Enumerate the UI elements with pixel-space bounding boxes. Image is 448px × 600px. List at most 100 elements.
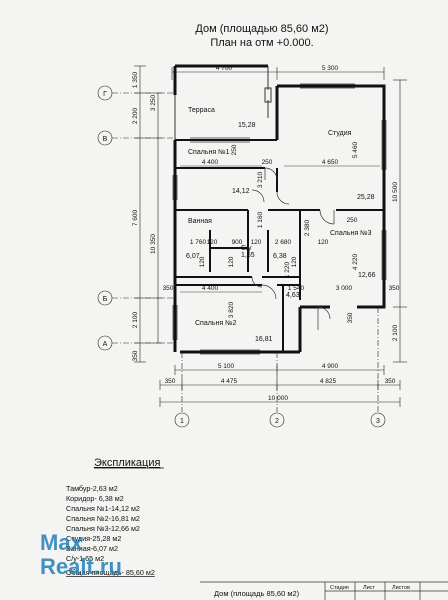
title-block xyxy=(200,581,448,600)
watermark-logo: Max Realt.ru xyxy=(40,530,122,579)
right-dimension-lines xyxy=(393,79,407,363)
axis-label-1: 1 xyxy=(180,418,184,425)
dim-4220: 4 220 xyxy=(352,253,359,270)
dim-bottom-350a: 350 xyxy=(165,378,176,385)
explication-item-8: С/у-1,65 м2 xyxy=(66,554,104,563)
dim-120b: 120 xyxy=(251,239,262,246)
dim-250b: 250 xyxy=(347,217,358,224)
room-area-studio: 25,28 xyxy=(357,194,375,201)
dim-bedroom1-width: 4 400 xyxy=(202,159,219,166)
dim-1760: 1 760 xyxy=(190,239,207,246)
dim-3210: 3 210 xyxy=(257,171,264,188)
bottom-dimension-lines xyxy=(159,365,401,407)
plan-title: Дом (площадью 85,60 м2) xyxy=(195,23,328,35)
dim-bottom-5100: 5 100 xyxy=(218,363,235,370)
dim-right-2100: 2 100 xyxy=(392,324,399,341)
dim-studio-width: 4 650 xyxy=(322,159,339,166)
room-label-studio: Студия xyxy=(328,130,352,137)
dim-120d: 120 xyxy=(199,256,206,267)
dim-3820: 3 820 xyxy=(228,301,235,318)
dim-left-3250: 3 250 xyxy=(150,94,157,111)
dim-right-350: 350 xyxy=(389,285,400,292)
stamp-cell-sheet: Лист xyxy=(363,585,375,591)
room-area-bedroom3: 12,66 xyxy=(358,272,376,279)
dim-bottom-4900: 4 900 xyxy=(322,363,339,370)
explication-item-1: Тамбур-2,63 м2 xyxy=(66,484,118,493)
axis-label-v: В xyxy=(103,136,108,143)
dim-left-350: 350 xyxy=(163,285,174,292)
stamp-cell-stage: Стадия xyxy=(330,585,349,591)
watermark-top: Max xyxy=(40,530,84,555)
row-axes xyxy=(97,85,175,351)
axis-label-a: А xyxy=(103,341,108,348)
room-area-vestibule: 4,63 xyxy=(286,292,300,299)
axis-label-3: 3 xyxy=(376,418,380,425)
room-label-bedroom1: Спальня №1 xyxy=(188,149,230,156)
dim-1220: 1 220 xyxy=(284,261,291,278)
dim-250c: 250 xyxy=(231,144,238,155)
dim-bottom-4475: 4 475 xyxy=(221,378,238,385)
inner-dimension-lines xyxy=(180,165,380,293)
dim-left-350b: 350 xyxy=(132,350,139,361)
dim-left-2200: 2 200 xyxy=(132,107,139,124)
room-label-bathroom: Ванная xyxy=(188,218,212,225)
dim-120f: 120 xyxy=(291,256,298,267)
interior-walls xyxy=(175,139,384,352)
room-area-bedroom1: 14,12 xyxy=(232,188,250,195)
dim-bottom-350b: 350 xyxy=(385,378,396,385)
explication-item-6: Студия-25,28 м2 xyxy=(66,534,121,543)
dim-left-7600: 7 600 xyxy=(132,209,139,226)
room-label-bedroom2: Спальня №2 xyxy=(195,320,237,327)
dim-3000: 3 000 xyxy=(336,285,353,292)
axis-label-g: Г xyxy=(103,91,107,98)
room-area-corridor: 6,38 xyxy=(273,253,287,260)
room-area-wc: 1,65 xyxy=(241,252,255,259)
doors xyxy=(251,167,335,330)
dim-1160: 1 160 xyxy=(257,211,264,228)
explication-heading: Экспликация xyxy=(94,457,160,469)
dim-studio-height: 5 460 xyxy=(352,141,359,158)
watermark-bottom: Realt.ru xyxy=(40,554,122,579)
dim-top-right: 5 300 xyxy=(322,65,339,72)
explication-item-2: Коридор- 6,38 м2 xyxy=(66,494,124,503)
dim-bottom-total: 10 000 xyxy=(268,395,288,402)
explication-item-5: Спальня №3-12,66 м2 xyxy=(66,524,140,533)
column-axes xyxy=(174,307,386,428)
dim-4400-bottom: 4 400 xyxy=(202,285,219,292)
dim-250: 250 xyxy=(262,159,273,166)
dim-left-1350: 1 350 xyxy=(132,71,139,88)
dim-120c: 120 xyxy=(318,239,329,246)
left-dimension-lines xyxy=(134,65,164,363)
explication-item-3: Спальня №1-14,12 м2 xyxy=(66,504,140,513)
dim-2680: 2 680 xyxy=(275,239,292,246)
dim-1540: 1 540 xyxy=(288,285,305,292)
exterior-walls xyxy=(173,64,386,354)
explication-item-7: Ванная-6,07 м2 xyxy=(66,544,118,553)
explication-total: Общая площадь- 85,60 м2 xyxy=(66,568,155,577)
room-area-terrace: 15,28 xyxy=(238,122,256,129)
dim-left-2100: 2 100 xyxy=(132,311,139,328)
axis-label-2: 2 xyxy=(275,418,279,425)
stamp-title: Дом (площадь 85,60 м2) xyxy=(214,589,300,598)
top-dimension-chain xyxy=(171,67,385,80)
windows xyxy=(172,83,387,355)
dim-right-10500: 10 500 xyxy=(392,182,399,202)
dim-2380: 2 380 xyxy=(304,219,311,236)
room-label-terrace: Терраса xyxy=(188,107,215,114)
dim-120a: 120 xyxy=(207,239,218,246)
dim-120e: 120 xyxy=(228,256,235,267)
terrace-railing xyxy=(174,66,272,140)
axis-label-b: Б xyxy=(103,296,108,303)
room-area-bathroom: 6,07 xyxy=(186,253,200,260)
plan-subtitle: План на отм +0.000. xyxy=(210,37,313,49)
dim-left-10350: 10 350 xyxy=(150,234,157,254)
room-area-bedroom2: 16,81 xyxy=(255,336,273,343)
dim-350-vestibule: 350 xyxy=(347,312,354,323)
explication-item-4: Спальня №2-16,81 м2 xyxy=(66,514,140,523)
dim-top-left: 4 700 xyxy=(216,65,233,72)
room-label-bedroom3: Спальня №3 xyxy=(330,230,372,237)
dim-bottom-4825: 4 825 xyxy=(320,378,337,385)
room-label-wc: С/у xyxy=(241,245,252,252)
